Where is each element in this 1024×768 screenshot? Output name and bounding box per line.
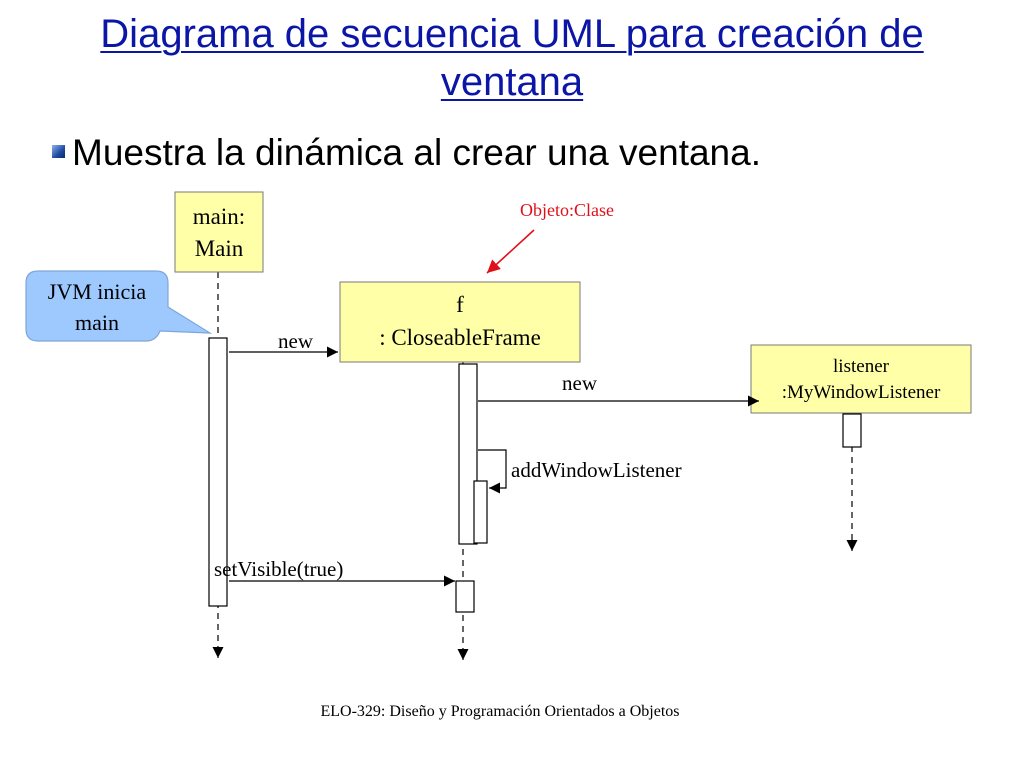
slide-title-line2: ventana [440, 60, 584, 104]
frame-nested-activation-bar [473, 480, 488, 544]
message-new-listener: new [478, 371, 759, 407]
message-set-visible: setVisible(true) [214, 557, 455, 587]
main-object-box: main: Main [174, 191, 264, 273]
message-add-window-listener-label: addWindowListener [511, 458, 682, 482]
jvm-callout-line2: main [75, 310, 119, 335]
bullet-text: Muestra la dinámica al crear una ventana… [72, 132, 761, 173]
main-activation-bar [208, 337, 228, 607]
main-object-name: main: [193, 204, 245, 229]
slide-footer: ELO-329: Diseño y Programación Orientado… [320, 703, 680, 720]
message-new-listener-label: new [562, 371, 598, 395]
frame-setvisible-activation-bar [455, 580, 475, 613]
object-class-annotation: Objeto:Clase [486, 200, 614, 274]
main-object-class: Main [195, 236, 244, 261]
frame-object-class: : CloseableFrame [379, 325, 541, 350]
frame-activation-bar [458, 363, 478, 545]
message-new-frame: new [229, 329, 338, 358]
listener-object-name: listener [833, 356, 890, 377]
listener-activation-bar [842, 413, 862, 448]
frame-object-name: f [456, 292, 464, 317]
listener-object-box: listener :MyWindowListener [750, 344, 972, 414]
listener-object-class: :MyWindowListener [782, 382, 941, 403]
message-set-visible-label: setVisible(true) [214, 557, 343, 581]
slide-title: Diagrama de secuencia UML para creación … [40, 10, 984, 106]
jvm-callout: JVM inicia main [25, 270, 213, 342]
frame-object-box: f : CloseableFrame [339, 281, 581, 363]
object-class-annotation-arrow [486, 229, 535, 274]
bullet-square-icon [52, 145, 65, 158]
message-add-window-listener: addWindowListener [478, 449, 682, 494]
object-class-annotation-label: Objeto:Clase [520, 200, 614, 220]
jvm-callout-line1: JVM inicia [48, 279, 147, 304]
message-new-frame-label: new [278, 329, 314, 353]
slide-title-line1: Diagrama de secuencia UML para creación … [100, 12, 924, 56]
